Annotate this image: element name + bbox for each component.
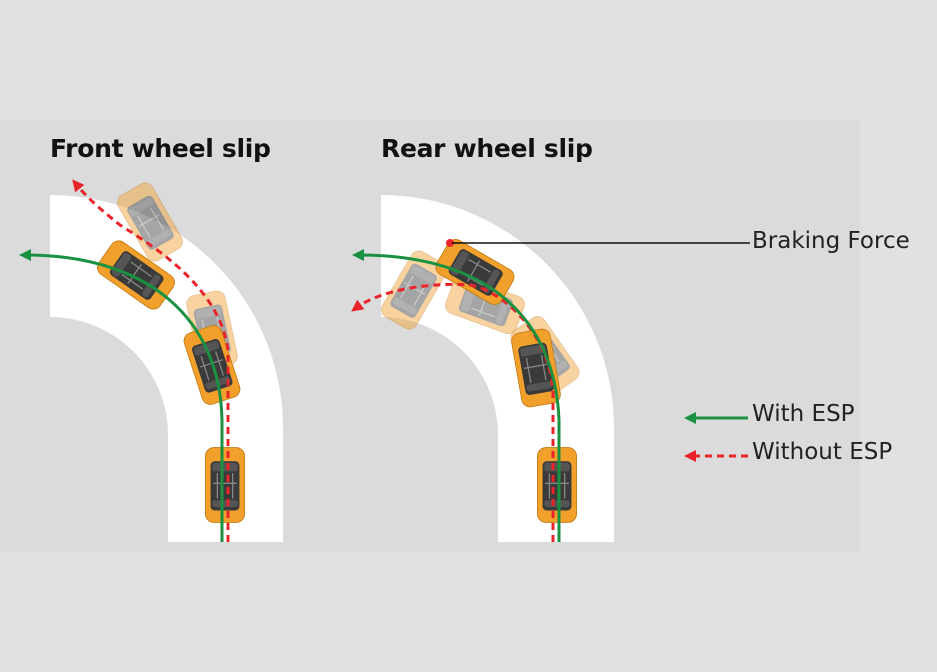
front-car-3	[204, 446, 246, 524]
front-with-esp-path	[19, 249, 224, 542]
legend	[684, 412, 748, 462]
rear-without-esp-path	[351, 282, 555, 542]
rear-wheel-slip-title: Rear wheel slip	[381, 134, 593, 163]
without-esp-legend-label: Without ESP	[752, 439, 893, 465]
front-without-esp-path	[72, 179, 230, 542]
brake-light-icon	[446, 239, 454, 247]
rear-wheel-slip-diagram	[351, 195, 750, 542]
front-wheel-slip-title: Front wheel slip	[50, 134, 271, 163]
rear-car-3	[536, 446, 578, 524]
rear-with-esp-path	[352, 249, 561, 542]
braking-force-label: Braking Force	[752, 228, 910, 254]
with-esp-legend-label: With ESP	[752, 401, 855, 427]
front-wheel-slip-diagram	[19, 179, 283, 542]
